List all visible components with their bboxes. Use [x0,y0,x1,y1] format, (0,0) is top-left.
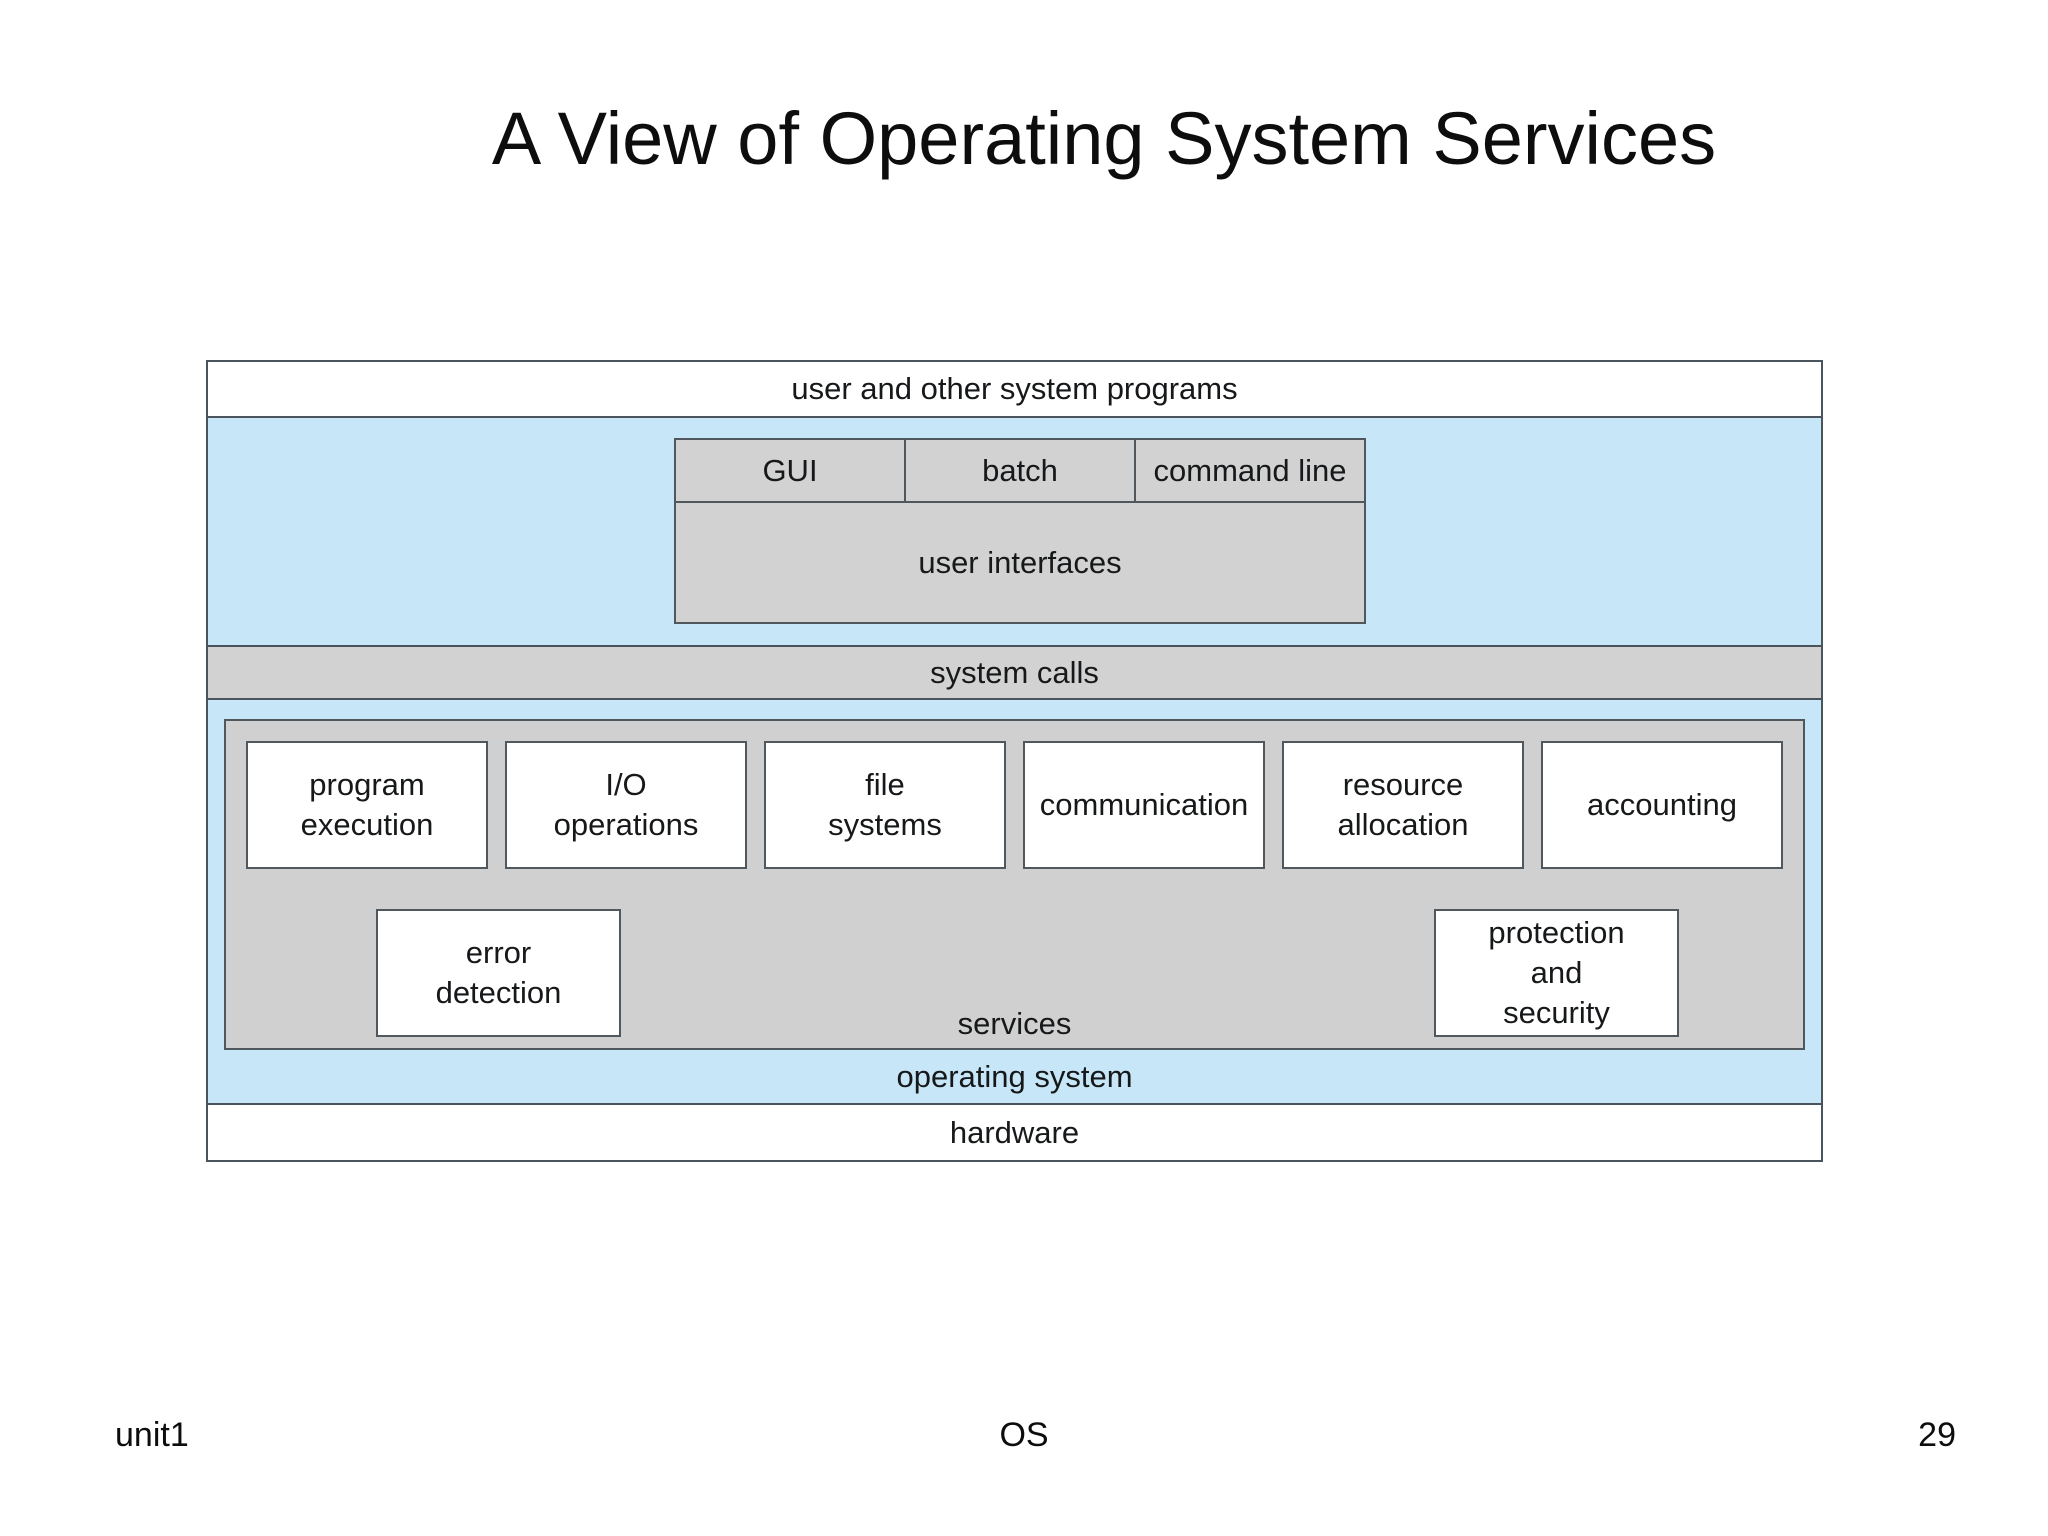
os-services-diagram: user and other system programs GUI batch… [206,360,1823,1162]
user-programs-band: user and other system programs [208,362,1821,418]
footer-unit-label: unit1 [115,1416,189,1454]
io-operations-box: I/O operations [505,741,747,869]
error-detection-box: error detection [376,909,621,1037]
communication-box: communication [1023,741,1265,869]
resource-allocation-box: resource allocation [1282,741,1524,869]
services-caption: services [957,1006,1072,1041]
hardware-band: hardware [208,1105,1821,1160]
operating-system-label: operating system [896,1058,1133,1094]
footer-page-number: 29 [1918,1416,1956,1454]
services-row: program execution I/O operations file sy… [246,741,1783,869]
user-interfaces-box: GUI batch command line user interfaces [674,438,1366,624]
hardware-label: hardware [949,1114,1080,1150]
system-calls-band: system calls [208,647,1821,700]
user-interfaces-band: GUI batch command line user interfaces [208,418,1821,647]
operating-system-band: program execution I/O operations file sy… [208,700,1821,1105]
accounting-box: accounting [1541,741,1783,869]
user-interfaces-label: user interfaces [918,544,1122,580]
system-calls-label: system calls [930,654,1099,690]
file-systems-box: file systems [764,741,1006,869]
batch-cell: batch [904,440,1134,501]
slide-title: A View of Operating System Services [491,97,1717,180]
program-execution-box: program execution [246,741,488,869]
gui-cell: GUI [762,452,818,488]
footer-course-label: OS [999,1416,1049,1454]
user-programs-label: user and other system programs [791,371,1238,406]
command-line-cell: command line [1134,440,1364,501]
protection-security-box: protection and security [1434,909,1679,1037]
user-interfaces-top-row: GUI batch command line [676,440,1364,503]
services-container: program execution I/O operations file sy… [224,719,1805,1050]
